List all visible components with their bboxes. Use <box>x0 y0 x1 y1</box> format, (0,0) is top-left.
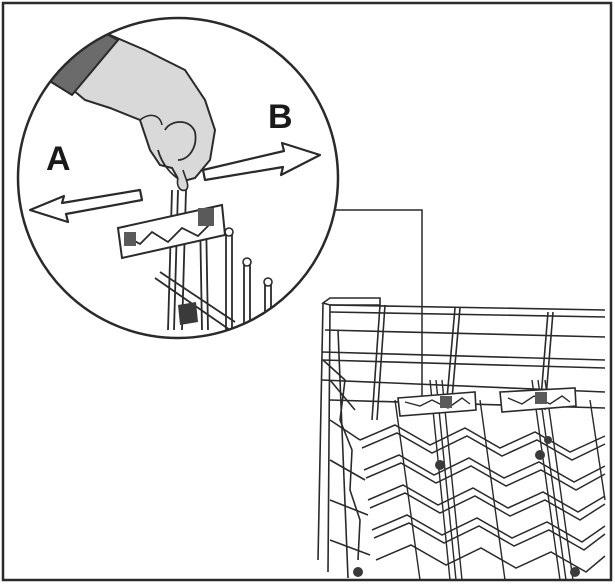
leader-line <box>336 209 423 398</box>
magnifier-outline <box>16 16 340 340</box>
basket-tines <box>359 424 606 573</box>
basket-clip-right <box>499 387 577 413</box>
zoom-lower-clip <box>178 302 198 325</box>
label-b: B <box>268 98 293 136</box>
label-a: A <box>46 140 71 178</box>
arrow-right-icon <box>201 141 322 182</box>
basket-clip-left <box>397 391 477 417</box>
zoom-clip <box>116 203 227 260</box>
arrow-left-icon <box>28 188 144 224</box>
basket-knobs <box>353 436 580 577</box>
zoom-rod-tips <box>224 227 273 287</box>
dishwasher-basket <box>317 297 606 579</box>
